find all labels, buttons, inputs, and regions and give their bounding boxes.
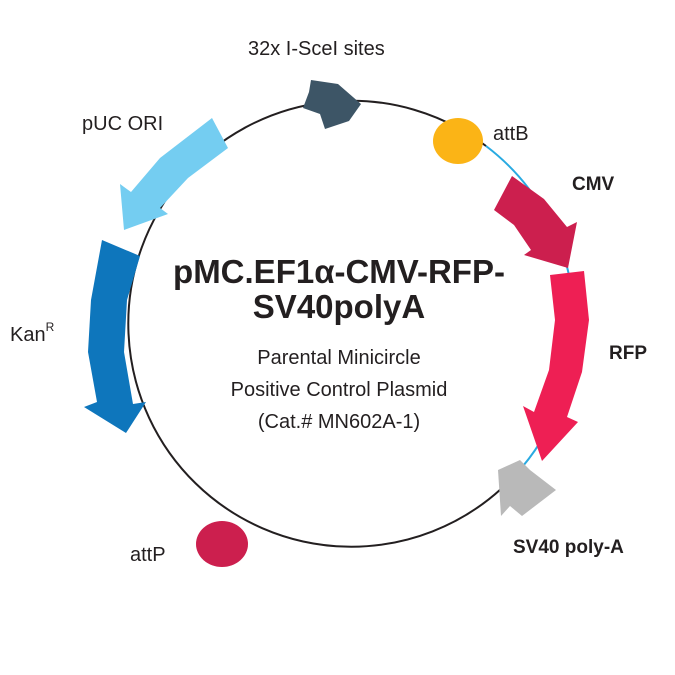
plasmid-description-line1: Parental Minicircle (257, 347, 420, 369)
cmv-promoter-arrow (494, 176, 577, 268)
plasmid-name-line1: pMC.EF1α-CMV-RFP- (173, 253, 505, 290)
label-sv40-polya: SV40 poly-A (513, 537, 624, 558)
label-puc-ori: pUC ORI (82, 113, 163, 135)
label-cmv: CMV (572, 174, 615, 195)
sv40-polya-arrow (498, 460, 556, 516)
isce1-sites-arrow (303, 80, 361, 129)
kanr-arrow (84, 240, 146, 433)
label-attb: attB (493, 123, 529, 145)
label-kanr: KanR (10, 320, 55, 346)
rfp-arrow (523, 271, 589, 461)
puc-ori-arrow (120, 118, 228, 230)
catalog-number: (Cat.# MN602A-1) (258, 411, 420, 433)
label-attp: attP (130, 544, 166, 566)
plasmid-name-line2: SV40polyA (253, 288, 425, 325)
label-kanr-text: Kan (10, 324, 46, 346)
label-rfp: RFP (609, 343, 647, 364)
attp-site (196, 521, 248, 567)
label-isce1-sites: 32x I-SceI sites (248, 38, 385, 60)
label-kanr-superscript: R (46, 320, 55, 334)
plasmid-description-line2: Positive Control Plasmid (231, 379, 448, 401)
attb-site (433, 118, 483, 164)
